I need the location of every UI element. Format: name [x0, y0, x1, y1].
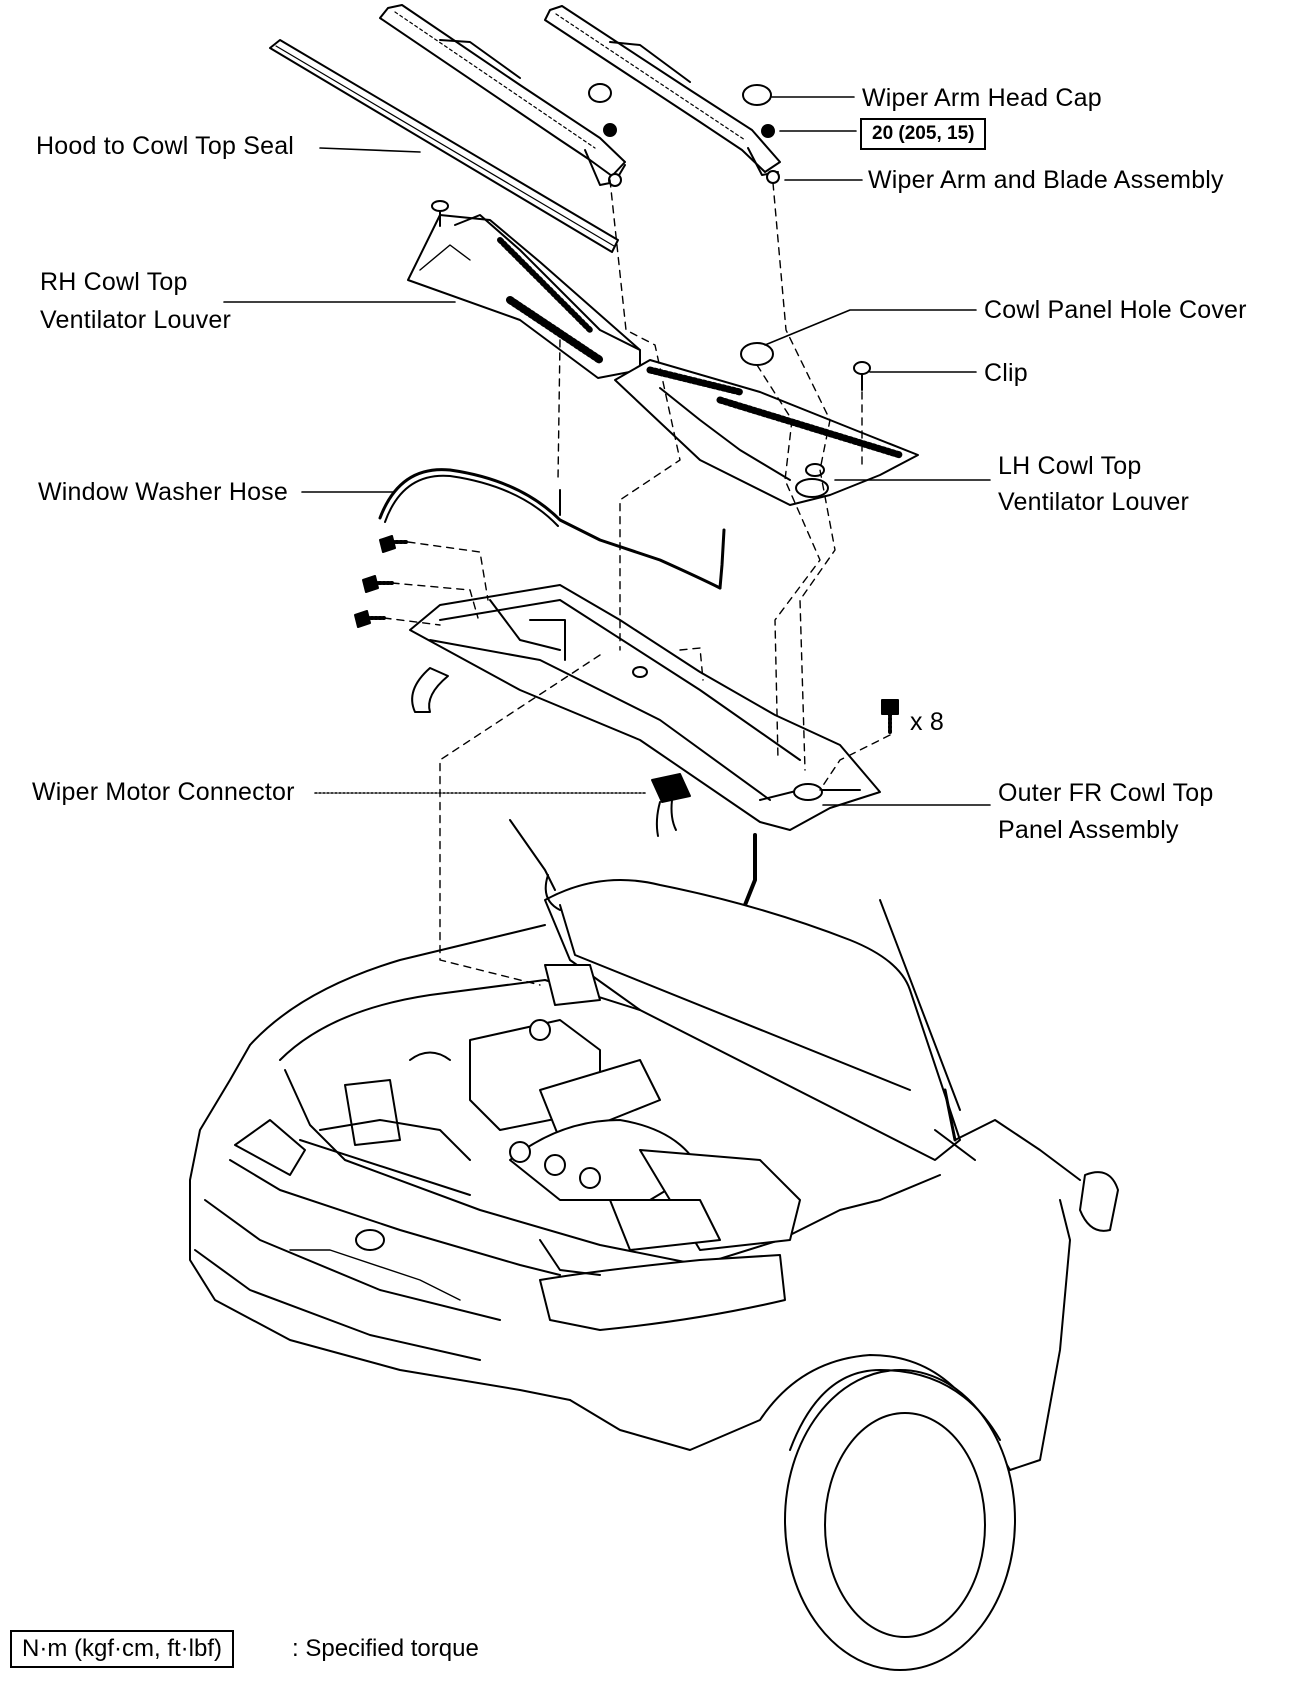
- hood-to-cowl-top-seal: [269, 39, 619, 253]
- label-wiper-arm-head-cap: Wiper Arm Head Cap: [862, 84, 1102, 112]
- wiper-arm-head-cap-icon: [588, 83, 772, 106]
- label-rh-cowl-top-line2: Ventilator Louver: [40, 306, 232, 334]
- vehicle-front-view: [189, 819, 1119, 1671]
- label-outer-fr-cowl-line1: Outer FR Cowl Top: [998, 779, 1214, 807]
- lh-cowl-top-ventilator-louver: [614, 359, 919, 506]
- label-rh-cowl-top-line1: RH Cowl Top: [40, 268, 188, 296]
- bolt-icon: [881, 699, 899, 734]
- label-bolt-count: x 8: [910, 708, 944, 736]
- label-clip: Clip: [984, 359, 1028, 387]
- outer-fr-cowl-top-panel-assembly: [409, 584, 881, 907]
- clip-icon: [853, 361, 871, 391]
- label-cowl-panel-hole-cover: Cowl Panel Hole Cover: [984, 296, 1247, 324]
- label-lh-cowl-top-line2: Ventilator Louver: [998, 488, 1190, 516]
- wiper-motor-connector-icon: [651, 773, 691, 837]
- clip-icon: [431, 200, 449, 227]
- torque-spec-box: 20 (205, 15): [860, 118, 987, 150]
- wiper-arm-rh: [379, 4, 626, 187]
- label-wiper-arm-and-blade-assembly: Wiper Arm and Blade Assembly: [868, 166, 1224, 194]
- leader-lines: [223, 96, 991, 806]
- assembly-guide-lines: [383, 179, 891, 986]
- label-hood-to-cowl-top-seal: Hood to Cowl Top Seal: [36, 132, 295, 160]
- legend-unit-box: N·m (kgf·cm, ft·lbf): [10, 1630, 234, 1668]
- bolt-icon: [354, 535, 410, 628]
- label-wiper-motor-connector: Wiper Motor Connector: [32, 778, 295, 806]
- label-window-washer-hose: Window Washer Hose: [38, 478, 288, 506]
- legend-description: : Specified torque: [292, 1635, 479, 1662]
- window-washer-hose: [378, 468, 726, 590]
- nut-icon: [603, 123, 775, 138]
- wiper-arm-lh: [544, 5, 781, 184]
- label-lh-cowl-top-line1: LH Cowl Top: [998, 452, 1142, 480]
- cowl-panel-hole-cover-icon: [740, 342, 774, 366]
- label-outer-fr-cowl-line2: Panel Assembly: [998, 816, 1179, 844]
